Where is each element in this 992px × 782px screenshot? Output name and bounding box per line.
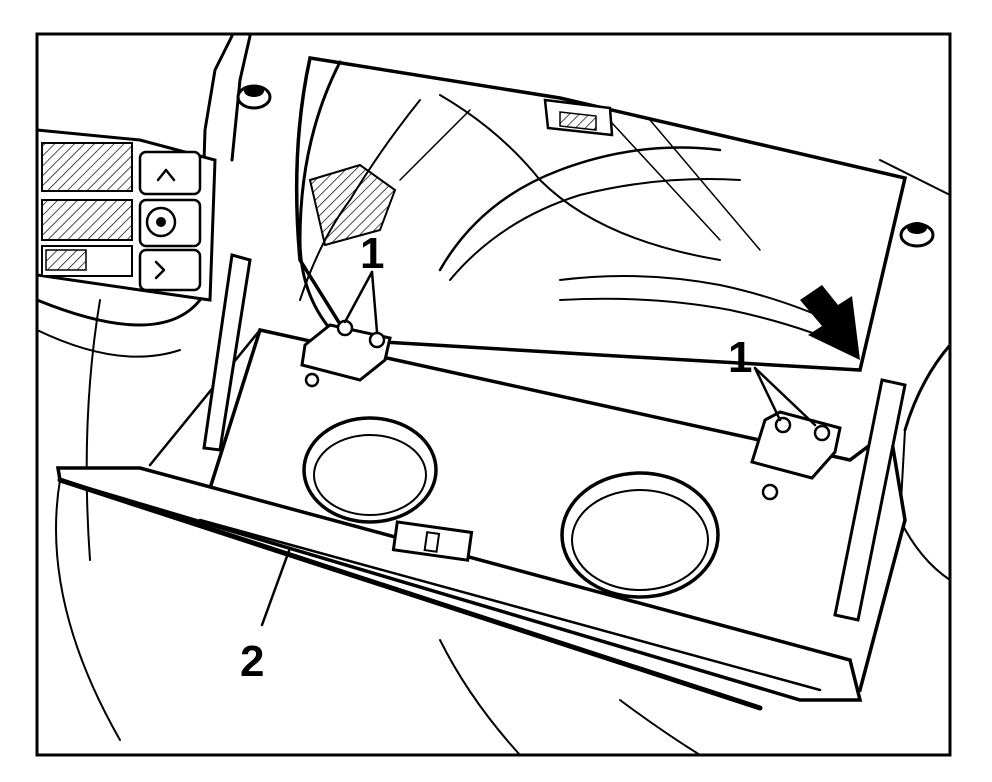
hinge-bracket-left: [300, 319, 392, 382]
callout-label-fastener-left: 1: [360, 229, 384, 278]
bumper-left: [236, 84, 272, 110]
radio-panel: [35, 128, 217, 302]
glovebox-lid: [55, 253, 907, 711]
cup-holder-left: [302, 416, 438, 524]
pull-direction-arrow-icon: [800, 285, 860, 360]
callout-leaders: [260, 270, 817, 627]
figure-border: [35, 32, 952, 757]
callout-label-glovebox-lid: 2: [240, 637, 264, 686]
glovebox-interior: [294, 56, 908, 372]
bumper-right: [899, 222, 935, 248]
cup-holder-right: [560, 471, 720, 599]
callout-label-fastener-right: 1: [728, 333, 752, 382]
hinge-bracket-right: [750, 410, 842, 480]
